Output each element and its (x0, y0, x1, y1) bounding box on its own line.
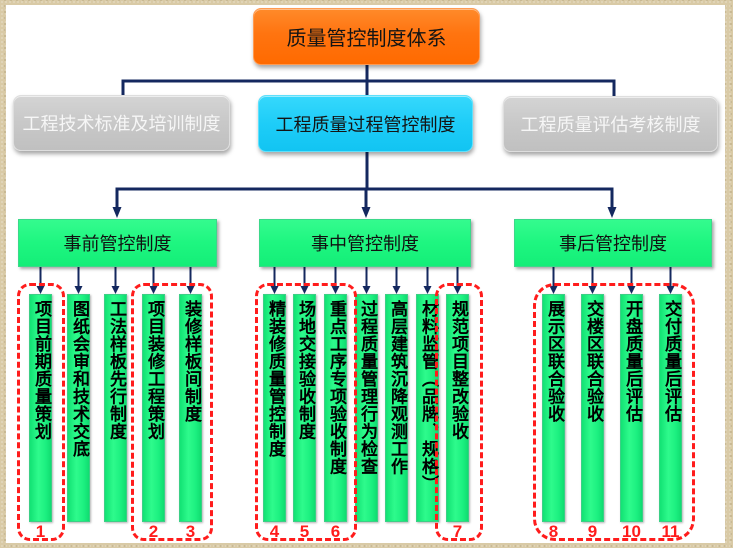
item-node-label: 图纸会审和技术交底 (69, 300, 89, 458)
arrowhead-icon (186, 286, 195, 294)
item-marker: 6 (330, 522, 341, 541)
item-node-label: 工法样板先行制度 (106, 300, 126, 440)
highlight-group (255, 283, 357, 541)
arrowhead-icon (423, 286, 432, 294)
item-node-label: 过程质量管理行为检查 (357, 300, 377, 475)
category-node-label: 工程质量过程管控制度 (275, 114, 456, 136)
item-node: 重点工序专项验收制度 (324, 294, 347, 522)
item-node-label: 交付质量后评估 (661, 300, 681, 423)
item-marker: 11 (661, 522, 680, 541)
item-marker: 5 (299, 522, 310, 541)
arrowhead-icon (453, 286, 462, 294)
arrowhead-icon (392, 286, 401, 294)
phase-node-label: 事中管控制度 (311, 234, 419, 255)
root-node-label: 质量管控制度体系 (286, 26, 447, 50)
highlight-group (131, 283, 213, 541)
item-node-label: 场地交接验收制度 (295, 300, 315, 440)
item-node: 图纸会审和技术交底 (67, 294, 90, 522)
arrowhead-icon (111, 286, 120, 294)
category-node-label: 工程质量评估考核制度 (520, 115, 701, 136)
arrowhead-icon (300, 286, 309, 294)
arrowhead-icon (331, 286, 340, 294)
item-node: 展示区联合验收 (542, 294, 565, 522)
item-node-label: 展示区联合验收 (544, 300, 564, 423)
item-node-label: 规范项目整改验收 (448, 300, 468, 440)
item-node-label: 材料监管（品牌、规格） (418, 300, 438, 493)
item-marker: 10 (622, 522, 641, 541)
category-node-process-control: 工程质量过程管控制度 (258, 95, 473, 152)
category-node-quality-evaluation: 工程质量评估考核制度 (503, 96, 718, 152)
arrowhead-icon (627, 286, 636, 294)
item-node: 项目装修工程策划 (142, 294, 165, 522)
item-node: 项目前期质量策划 (29, 294, 52, 522)
item-node: 材料监管（品牌、规格） (416, 294, 439, 522)
highlight-group (435, 283, 483, 541)
arrowhead-icon (666, 286, 675, 294)
arrowhead-icon (149, 286, 158, 294)
item-node-label: 装修样板间制度 (181, 300, 201, 423)
item-marker: 7 (452, 522, 463, 541)
phase-node-in-process-control: 事中管控制度 (259, 219, 471, 267)
item-node-label: 开盘质量后评估 (622, 300, 642, 423)
category-node-technical-standards: 工程技术标准及培训制度 (13, 95, 230, 151)
arrowhead-icon (112, 207, 122, 218)
item-node: 过程质量管理行为检查 (355, 294, 378, 522)
arrowhead-icon (362, 286, 371, 294)
category-node-label: 工程技术标准及培训制度 (22, 114, 221, 135)
item-marker: 9 (587, 522, 598, 541)
phase-node-label: 事后管控制度 (559, 234, 667, 255)
phase-node-post-control: 事后管控制度 (514, 219, 712, 267)
highlight-group (17, 283, 65, 541)
highlight-group (533, 283, 695, 541)
arrowhead-icon (361, 207, 371, 218)
item-node: 开盘质量后评估 (620, 294, 643, 522)
item-node-label: 重点工序专项验收制度 (326, 300, 346, 475)
item-node: 场地交接验收制度 (293, 294, 316, 522)
item-node-label: 精装修质量管控制度 (265, 300, 285, 458)
item-node: 规范项目整改验收 (446, 294, 469, 522)
arrowhead-icon (607, 207, 617, 218)
item-node: 交楼区联合验收 (581, 294, 604, 522)
item-node-label: 项目前期质量策划 (31, 300, 51, 440)
item-marker: 3 (185, 522, 196, 541)
arrowhead-icon (270, 286, 279, 294)
item-marker: 8 (548, 522, 559, 541)
arrowhead-icon (36, 286, 45, 294)
item-node: 精装修质量管控制度 (263, 294, 286, 522)
arrowhead-icon (588, 286, 597, 294)
item-node-label: 项目装修工程策划 (144, 300, 164, 440)
item-node-label: 交楼区联合验收 (583, 300, 603, 423)
item-marker: 1 (35, 522, 46, 541)
item-node: 高层建筑沉降观测工作 (385, 294, 408, 522)
root-node: 质量管控制度体系 (253, 8, 480, 65)
arrowhead-icon (74, 286, 83, 294)
item-node-label: 高层建筑沉降观测工作 (387, 300, 407, 475)
item-marker: 4 (269, 522, 280, 541)
phase-node-pre-control: 事前管控制度 (18, 219, 217, 267)
item-node: 工法样板先行制度 (104, 294, 127, 522)
item-marker: 2 (148, 522, 159, 541)
item-node: 装修样板间制度 (179, 294, 202, 522)
item-node: 交付质量后评估 (659, 294, 682, 522)
phase-node-label: 事前管控制度 (63, 234, 172, 255)
